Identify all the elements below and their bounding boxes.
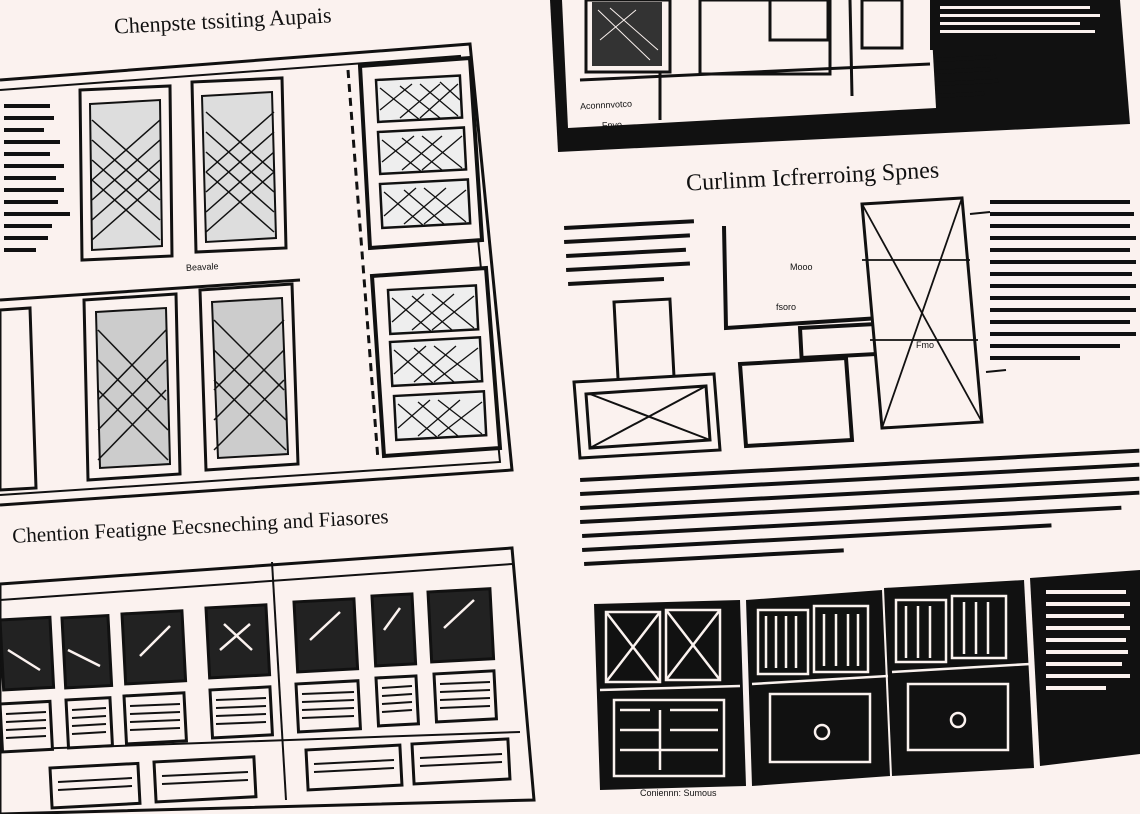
floor-plan-top (550, 0, 1130, 152)
detail-plates (594, 570, 1140, 790)
sheet-bottom-right-caption: Coniennn: Sumous (640, 788, 717, 798)
cabinet-elevation-drawing (0, 546, 536, 814)
sheet-top-left-caption: Beavale (185, 261, 219, 273)
plan-diagram (564, 196, 1140, 566)
plan-label-b: Mooo (790, 262, 813, 272)
window-elevation-drawing (0, 42, 514, 507)
sheet-middle-right: Curlinm Icfrerroing Spnes (550, 150, 1140, 590)
sheet-bottom-left: Chention Featigne Eecsneching and Fiasor… (0, 500, 560, 814)
sheet-bottom-right: Coniennn: Sumous (590, 560, 1140, 814)
plan-label-a: fsoro (776, 302, 797, 312)
plan-label-c: Fmo (916, 340, 934, 350)
sheet-top-left: Chenpste tssiting Aupais (0, 0, 560, 520)
sheet-top-right-caption-b: Fnvo (601, 119, 623, 131)
sheet-top-right: Aconnnvotco Fnvo (540, 0, 1140, 170)
